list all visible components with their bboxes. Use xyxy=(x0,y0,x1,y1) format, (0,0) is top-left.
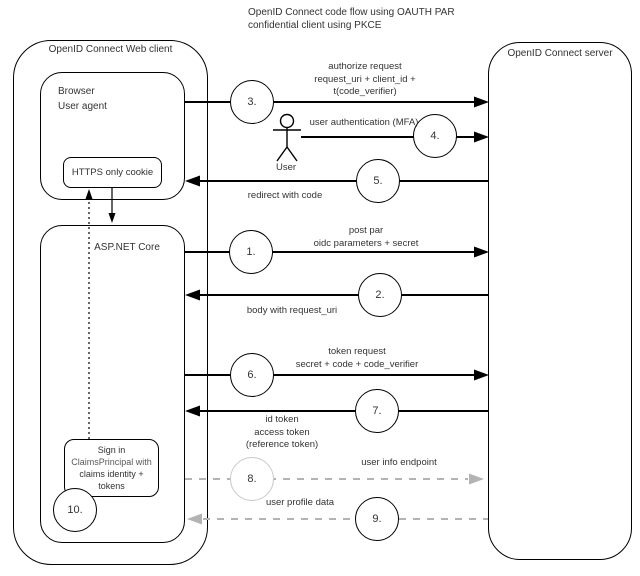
step-circle-4: 4. xyxy=(413,114,457,158)
step-6-label: 6. xyxy=(247,369,257,381)
aspnet-label: ASP.NET Core xyxy=(94,242,160,253)
msg-token-request-line2: secret + code + code_verifier xyxy=(295,358,419,370)
step-circle-8: 8. xyxy=(230,457,274,501)
msg-user-authentication: user authentication (MFA) xyxy=(309,117,419,128)
step-circle-5: 5. xyxy=(356,159,400,203)
step-circle-7: 7. xyxy=(355,389,399,433)
step-10-label: 10. xyxy=(67,504,83,516)
msg-post-par: post par oidc parameters + secret xyxy=(314,225,419,250)
msg-authorize-request: authorize request request_uri + client_i… xyxy=(314,61,415,99)
step-circle-3: 3. xyxy=(230,80,274,124)
step-3-label: 3. xyxy=(247,96,257,108)
msg-token-request-line1: token request xyxy=(328,346,386,357)
step-circle-1: 1. xyxy=(229,230,273,274)
msg-authorize-request-line3: t(code_verifier) xyxy=(333,86,397,97)
diagram-title-line2: confidential client using PKCE xyxy=(248,20,382,31)
msg-user-info-endpoint: user info endpoint xyxy=(361,457,437,468)
step-2-label: 2. xyxy=(375,289,385,301)
signin-line4: tokens xyxy=(98,481,125,491)
step-7-label: 7. xyxy=(372,405,382,417)
step-circle-9: 9. xyxy=(355,497,399,541)
server-label: OpenID Connect server xyxy=(507,48,613,59)
step-5-label: 5. xyxy=(373,175,383,187)
arrow-redirect-with-code xyxy=(185,175,488,187)
msg-tokens-returned-line3: (reference token) xyxy=(245,439,319,450)
arrow-tokens-returned xyxy=(185,405,488,417)
msg-body-request-uri: body with request_uri xyxy=(246,305,338,316)
step-8-label: 8. xyxy=(247,473,257,485)
signin-line2: ClaimsPrincipal with xyxy=(71,457,152,467)
arrow-body-request-uri xyxy=(185,289,488,301)
step-4-label: 4. xyxy=(430,130,440,142)
msg-redirect-with-code: redirect with code xyxy=(247,190,323,201)
step-9-label: 9. xyxy=(372,513,382,525)
step-circle-10: 10. xyxy=(53,488,97,532)
msg-post-par-line2: oidc parameters + secret xyxy=(313,237,419,249)
diagram-title: OpenID Connect code flow using OAUTH PAR… xyxy=(248,6,455,32)
signin-box: Sign in ClaimsPrincipal with claims iden… xyxy=(64,439,159,497)
msg-tokens-returned-line1: id token xyxy=(265,414,299,425)
signin-line3: claims identity + xyxy=(79,469,144,479)
step-circle-2: 2. xyxy=(358,273,402,317)
user-actor-icon xyxy=(273,113,301,162)
step-1-label: 1. xyxy=(246,246,256,258)
step-circle-6: 6. xyxy=(230,353,274,397)
msg-token-request: token request secret + code + code_verif… xyxy=(296,346,419,371)
signin-line1: Sign in xyxy=(97,445,126,455)
msg-authorize-request-line1: authorize request xyxy=(328,61,402,72)
cookie-label: HTTPS only cookie xyxy=(71,167,154,178)
browser-label: Browser User agent xyxy=(58,84,107,114)
msg-tokens-returned-line2: access token xyxy=(254,426,310,438)
browser-label-line2: User agent xyxy=(58,101,107,112)
browser-label-line1: Browser xyxy=(58,86,95,97)
msg-user-profile-data: user profile data xyxy=(265,497,335,508)
msg-tokens-returned: id token access token (reference token) xyxy=(246,414,318,452)
arrow-user-profile-data xyxy=(187,513,488,525)
server-box xyxy=(488,42,632,560)
msg-post-par-line1: post par xyxy=(348,225,384,236)
msg-authorize-request-line2: request_uri + client_id + xyxy=(314,73,416,85)
arrow-user-authentication xyxy=(301,131,489,143)
cookie-box: HTTPS only cookie xyxy=(63,157,162,188)
diagram-title-line1: OpenID Connect code flow using OAUTH PAR xyxy=(248,7,455,18)
web-client-box xyxy=(13,40,208,565)
user-actor-label: User xyxy=(275,162,297,173)
web-client-label: OpenID Connect Web client xyxy=(48,44,173,55)
